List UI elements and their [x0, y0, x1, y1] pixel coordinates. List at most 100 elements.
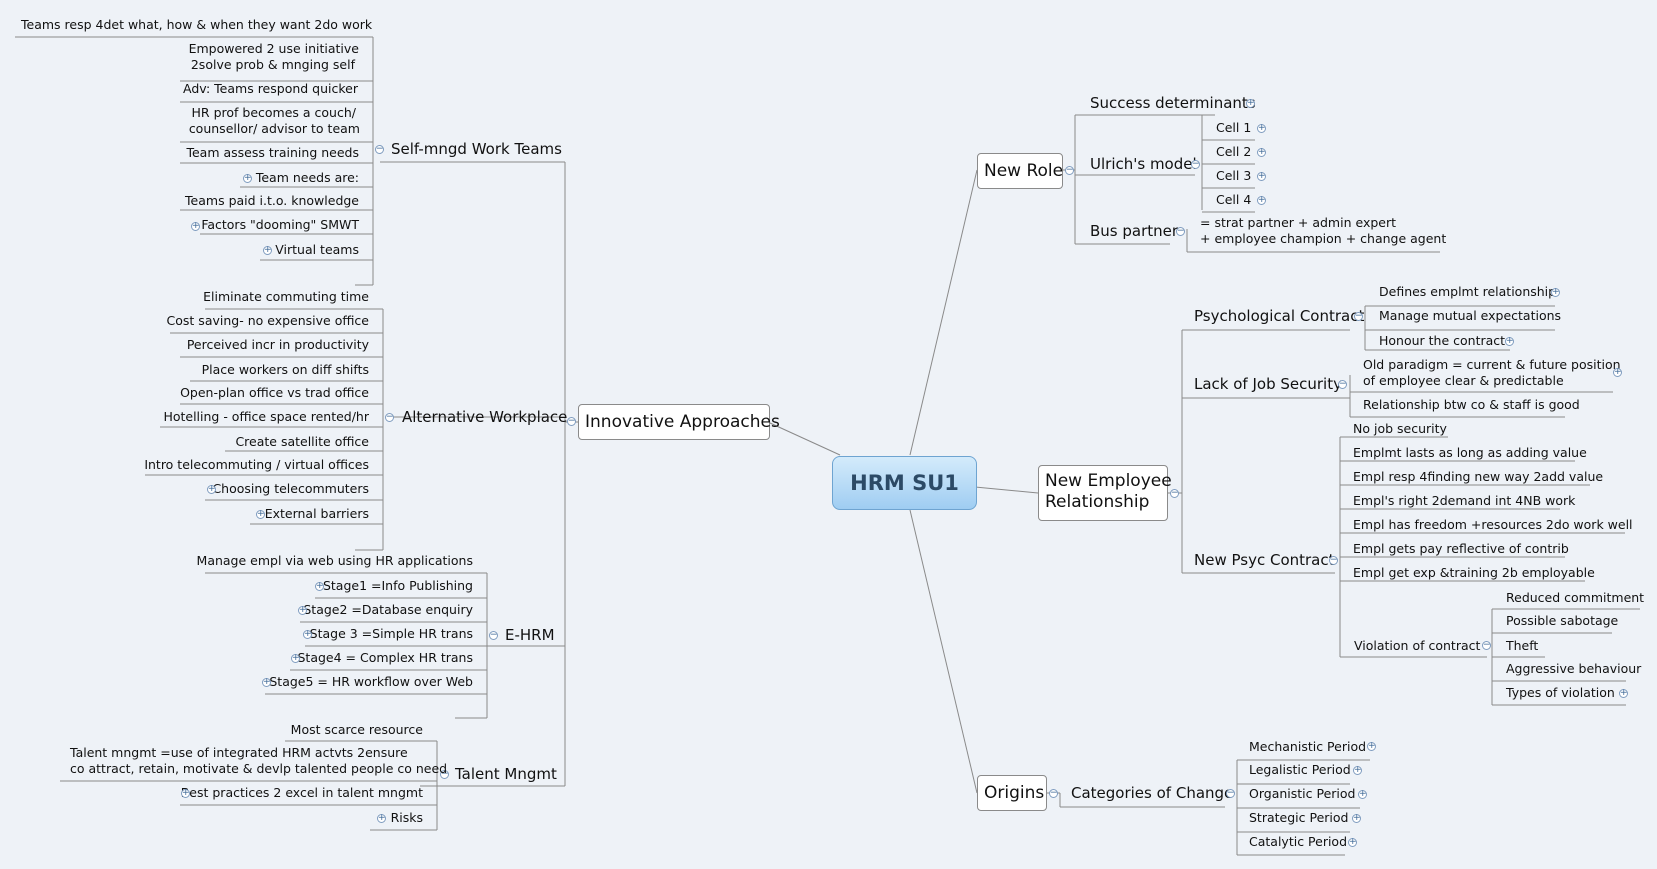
talent-item[interactable]: Most scarce resource	[290, 722, 423, 737]
npc-item[interactable]: Empl's right 2demand int 4NB work	[1353, 493, 1576, 508]
psych-item[interactable]: Honour the contract	[1379, 333, 1506, 348]
smwt-item[interactable]: Factors "dooming" SMWT	[201, 217, 359, 232]
collapse-toggle-icon[interactable]: −	[1329, 555, 1338, 565]
expand-toggle-icon[interactable]: +	[1619, 688, 1628, 698]
npc-item[interactable]: Empl resp 4finding new way 2add value	[1353, 469, 1604, 484]
categories-of-change-topic[interactable]: Categories of Change	[1071, 784, 1234, 802]
expand-toggle-icon[interactable]: +	[191, 221, 200, 231]
success-determinants-topic[interactable]: Success determinants	[1090, 94, 1256, 112]
violation-item[interactable]: Possible sabotage	[1506, 613, 1619, 628]
ulrichs-model-topic[interactable]: Ulrich's model	[1090, 155, 1197, 173]
expand-toggle-icon[interactable]: +	[1257, 147, 1266, 157]
smwt-item[interactable]: HR prof becomes a couch/	[191, 105, 356, 120]
category-item[interactable]: Catalytic Period	[1249, 834, 1348, 849]
ehrm-item[interactable]: Stage5 = HR workflow over Web	[269, 674, 473, 689]
bus-partner-topic[interactable]: Bus partner	[1090, 222, 1179, 240]
lack-of-job-security-topic[interactable]: Lack of Job Security	[1194, 375, 1342, 393]
npc-item[interactable]: Empl gets pay reflective of contrib	[1353, 541, 1569, 556]
lack-item[interactable]: of employee clear & predictable	[1363, 373, 1564, 388]
expand-toggle-icon[interactable]: +	[291, 653, 300, 663]
smwt-item[interactable]: Virtual teams	[275, 242, 359, 257]
expand-toggle-icon[interactable]: +	[207, 484, 216, 494]
collapse-toggle-icon[interactable]: −	[1482, 640, 1491, 650]
collapse-toggle-icon[interactable]: −	[1191, 159, 1200, 169]
collapse-toggle-icon[interactable]: −	[489, 630, 498, 640]
collapse-toggle-icon[interactable]: −	[1338, 379, 1347, 389]
category-item[interactable]: Mechanistic Period	[1249, 739, 1367, 754]
expand-toggle-icon[interactable]: +	[315, 581, 324, 591]
expand-toggle-icon[interactable]: +	[1348, 837, 1357, 847]
alt-item[interactable]: Hotelling - office space rented/hr	[163, 409, 369, 424]
expand-toggle-icon[interactable]: +	[377, 813, 386, 823]
npc-item[interactable]: Empl get exp &training 2b employable	[1353, 565, 1595, 580]
smwt-item[interactable]: Adv: Teams respond quicker	[183, 81, 358, 96]
ulrich-cell[interactable]: Cell 2	[1216, 144, 1252, 159]
violation-of-contract-topic[interactable]: Violation of contract	[1354, 638, 1481, 653]
category-item[interactable]: Strategic Period	[1249, 810, 1349, 825]
new-role-node[interactable]: New Role	[977, 153, 1063, 189]
alt-item[interactable]: Choosing telecommuters	[212, 481, 369, 496]
origins-node[interactable]: Origins	[977, 775, 1047, 811]
smwt-item[interactable]: Teams resp 4det what, how & when they wa…	[21, 17, 373, 32]
smwt-topic[interactable]: Self-mngd Work Teams	[391, 140, 562, 158]
ehrm-item[interactable]: Stage2 =Database enquiry	[303, 602, 473, 617]
talent-item[interactable]: Best practices 2 excel in talent mngmt	[180, 785, 423, 800]
ulrich-cell[interactable]: Cell 4	[1216, 192, 1252, 207]
new-psyc-contract-topic[interactable]: New Psyc Contract	[1194, 551, 1335, 569]
alt-item[interactable]: Create satellite office	[235, 434, 369, 449]
category-item[interactable]: Organistic Period	[1249, 786, 1356, 801]
alt-item[interactable]: Open-plan office vs trad office	[180, 385, 369, 400]
lack-item[interactable]: Relationship btw co & staff is good	[1363, 397, 1580, 412]
alt-item[interactable]: Intro telecommuting / virtual offices	[144, 457, 369, 472]
smwt-item[interactable]: Empowered 2 use initiative	[188, 41, 359, 56]
npc-item[interactable]: Emplmt lasts as long as adding value	[1353, 445, 1587, 460]
npc-item[interactable]: Empl has freedom +resources 2do work wel…	[1353, 517, 1633, 532]
category-item[interactable]: Legalistic Period	[1249, 762, 1351, 777]
root-topic[interactable]: HRM SU1	[832, 456, 977, 510]
smwt-item[interactable]: 2solve prob & mnging self	[190, 57, 355, 72]
collapse-toggle-icon[interactable]: −	[1049, 788, 1058, 798]
expand-toggle-icon[interactable]: +	[1551, 287, 1560, 297]
expand-toggle-icon[interactable]: +	[181, 788, 190, 798]
expand-toggle-icon[interactable]: +	[303, 629, 312, 639]
expand-toggle-icon[interactable]: +	[1257, 195, 1266, 205]
expand-toggle-icon[interactable]: +	[1257, 171, 1266, 181]
expand-toggle-icon[interactable]: +	[1257, 123, 1266, 133]
ehrm-item[interactable]: Manage empl via web using HR application…	[196, 553, 473, 568]
ulrich-cell[interactable]: Cell 1	[1216, 120, 1252, 135]
violation-item[interactable]: Types of violation	[1506, 685, 1615, 700]
psychological-contract-topic[interactable]: Psychological Contract	[1194, 307, 1365, 325]
expand-toggle-icon[interactable]: +	[1353, 765, 1362, 775]
expand-toggle-icon[interactable]: +	[1352, 813, 1361, 823]
ehrm-item[interactable]: Stage4 = Complex HR trans	[297, 650, 474, 665]
violation-item[interactable]: Aggressive behaviour	[1506, 661, 1642, 676]
expand-toggle-icon[interactable]: +	[243, 173, 252, 183]
expand-toggle-icon[interactable]: +	[1246, 98, 1255, 108]
psych-item[interactable]: Defines emplmt relationship	[1379, 284, 1557, 299]
smwt-item[interactable]: counsellor/ advisor to team	[188, 121, 360, 136]
expand-toggle-icon[interactable]: +	[263, 245, 272, 255]
collapse-toggle-icon[interactable]: −	[375, 144, 384, 154]
expand-toggle-icon[interactable]: +	[262, 677, 271, 687]
collapse-toggle-icon[interactable]: −	[440, 769, 449, 779]
expand-toggle-icon[interactable]: +	[256, 509, 265, 519]
alt-item[interactable]: Eliminate commuting time	[203, 289, 369, 304]
collapse-toggle-icon[interactable]: −	[1226, 788, 1235, 798]
collapse-toggle-icon[interactable]: −	[1170, 488, 1179, 498]
alt-item[interactable]: Cost saving- no expensive office	[166, 313, 369, 328]
expand-toggle-icon[interactable]: +	[1505, 336, 1514, 346]
expand-toggle-icon[interactable]: +	[1358, 789, 1367, 799]
collapse-toggle-icon[interactable]: −	[1065, 165, 1074, 175]
smwt-item[interactable]: Team needs are:	[255, 170, 359, 185]
ulrich-cell[interactable]: Cell 3	[1216, 168, 1252, 183]
violation-item[interactable]: Theft	[1506, 638, 1539, 653]
talent-item[interactable]: co attract, retain, motivate & devlp tal…	[70, 761, 448, 776]
alt-item[interactable]: Perceived incr in productivity	[186, 337, 369, 352]
new-employee-relationship-node[interactable]: New Employee Relationship	[1038, 465, 1172, 521]
ehrm-item[interactable]: Stage 3 =Simple HR trans	[309, 626, 473, 641]
bus-partner-detail[interactable]: + employee champion + change agent	[1200, 231, 1447, 246]
alternative-workplace-topic[interactable]: Alternative Workplace	[402, 408, 568, 426]
collapse-toggle-icon[interactable]: −	[567, 416, 576, 426]
psych-item[interactable]: Manage mutual expectations	[1379, 308, 1562, 323]
e-hrm-topic[interactable]: E-HRM	[505, 626, 555, 644]
